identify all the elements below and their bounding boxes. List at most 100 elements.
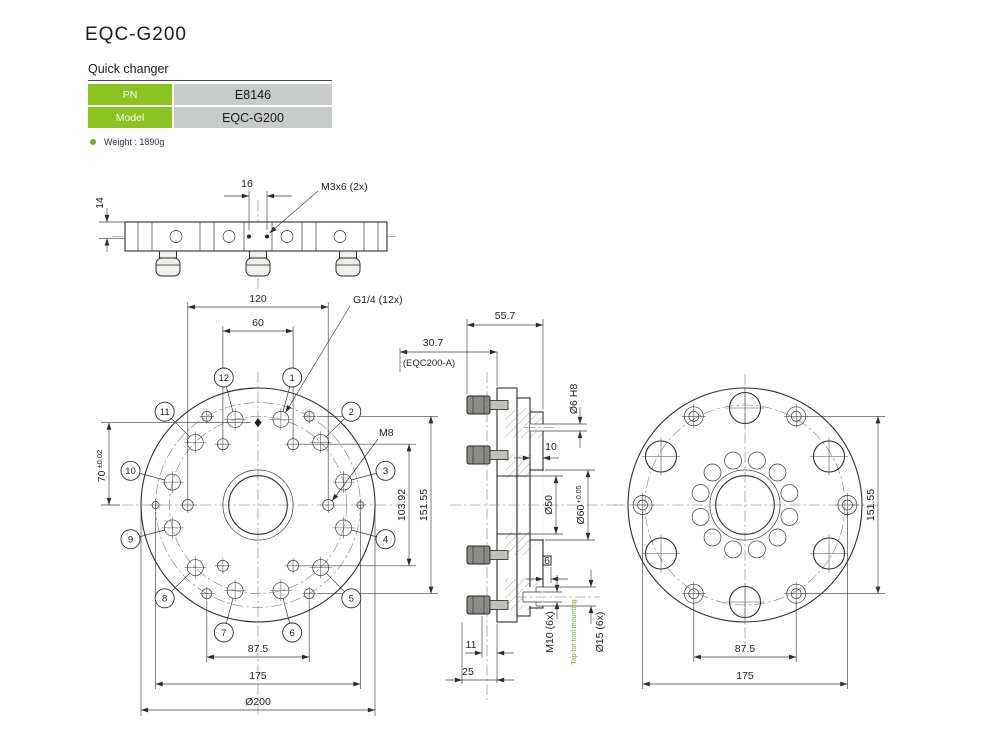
dim-175-label: 175 [249,670,267,682]
balloon-2: 2 [349,407,354,418]
section-view: 55.7 30.7 (EQC200-A) Ø6 H8 [399,310,622,700]
dim-d6-label: Ø6 H8 [568,384,580,415]
center-bore [228,475,288,535]
mounting-screw [466,445,509,465]
mounting-screw [466,395,509,415]
dim-120-label: 120 [249,293,267,305]
dim-d6-h8: Ø6 H8 [543,384,587,448]
dim-6: 6 [526,555,568,583]
dim-25-label: 25 [462,666,474,678]
balloon-12: 12 [219,373,230,384]
dim-87-5-front: 87.5 [206,601,310,662]
dim-87-5-label: 87.5 [735,643,756,655]
inner-hole [768,463,787,482]
center-bore [715,475,775,535]
m3-hole [247,234,251,239]
page-title: EQC-G200 [85,24,187,45]
inner-hole [703,528,722,547]
balloon-10: 10 [125,466,136,477]
balloon-5: 5 [349,594,354,605]
m8-label: M8 [379,427,394,439]
outer-diameter-circle [140,387,376,623]
balloon-9: 9 [128,535,133,546]
balloon-7: 7 [221,628,226,639]
dim-151-55-label: 151.55 [418,489,430,521]
dim-d15: Ø15 (6x) [543,570,606,652]
port-plug [245,250,271,277]
weight-text: Weight : 1890g [104,137,165,147]
position-balloons: 1 2 3 4 5 6 7 8 9 10 11 12 [120,367,396,643]
table-row: Model EQC-G200 [88,107,332,128]
dim-175-label: 175 [736,670,754,682]
balloon-11: 11 [160,407,170,418]
dim-55-7: 55.7 [466,310,544,409]
dim-200-label: Ø200 [245,696,271,708]
dim-d15-label: Ø15 (6x) [594,612,606,653]
inner-hole [724,451,742,470]
dim-14: 14 [94,197,125,252]
dim-120: 120 [187,293,329,498]
label-g14: G1/4 (12x) [285,294,403,413]
mounting-screw [466,545,509,565]
dim-175-front: 175 [155,512,361,689]
dim-70-label: 70±0.02 [95,450,108,482]
dim-30-7: 30.7 (EQC200-A) [399,337,498,386]
dim-6-label: 6 [544,555,550,567]
dim-55-7-label: 55.7 [495,310,516,322]
port-bolt-circle [169,416,347,594]
dim-d60: Ø60+0.05 [545,469,595,541]
inner-hole [703,463,722,482]
top-view: 14 16 M3x6 (2x) [94,178,398,292]
label-m3x6: M3x6 (2x) [269,181,368,234]
dim-d60-label: Ø60+0.05 [575,485,587,524]
port-plug [335,250,361,277]
dim-151-55-front: 151.55 [317,415,438,595]
inner-hole [768,528,787,547]
dim-87-5-right: 87.5 [693,601,797,662]
dim-m10-label: M10 (6x) [544,611,556,652]
dim-151-55-label: 151.55 [865,489,877,521]
dim-60-label: 60 [252,317,264,329]
dim-175-right: 175 [642,512,848,689]
front-view: 120 60 G1/4 (12x) M8 70±0.02 [95,293,438,716]
tap-note: Tap for tool mounting [571,599,578,664]
dim-m10: M10 (6x) [543,575,562,653]
dim-70: 70±0.02 [95,422,251,506]
balloon-3: 3 [383,466,388,477]
inner-hole [691,508,710,526]
balloon-1: 1 [290,373,295,384]
m3-hole [265,234,269,239]
inner-hole [780,484,799,502]
table-row: PN E8146 [88,84,332,105]
dim-103-92-label: 103.92 [396,489,408,521]
outer-diameter-circle [627,387,863,623]
dim-103-92: 103.92 [300,443,416,567]
dim-87-5-label: 87.5 [248,643,269,655]
model-value: EQC-G200 [174,107,332,128]
inner-hole [780,508,799,526]
body-profile [124,221,388,252]
inner-hole [724,540,742,559]
bullet-icon [90,139,96,145]
inner-hole [691,484,710,502]
balloon-4: 4 [383,535,388,546]
inner-hole [748,540,766,559]
product-subtitle: Quick changer [88,62,332,81]
spec-table: PN E8146 Model EQC-G200 [88,84,332,130]
label-m8: M8 [331,427,394,502]
dim-14-label: 14 [94,197,106,209]
mounting-screw [466,595,509,615]
dowel-pin [542,555,552,566]
inner-hole [748,451,766,470]
pn-label: PN [88,84,174,105]
dim-10: 10 [514,436,559,462]
dim-11-label: 11 [466,639,477,651]
right-view: 151.55 87.5 175 [614,374,885,689]
weight-note: Weight : 1890g [90,137,164,147]
dim-16-label: 16 [241,178,253,190]
dim-d50-label: Ø50 [543,495,555,515]
dim-11: 11 [465,616,514,683]
dim-25: 25 [445,622,514,684]
